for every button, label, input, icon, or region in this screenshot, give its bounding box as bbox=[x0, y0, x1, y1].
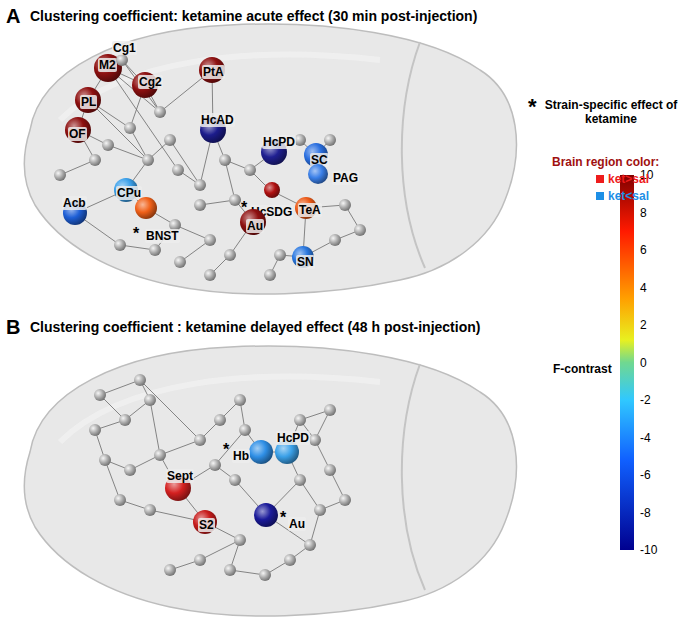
tick-label: 4 bbox=[640, 281, 647, 295]
tick-label: -2 bbox=[640, 393, 651, 407]
brain-region-node: PtA bbox=[199, 57, 225, 83]
legend-heading: Brain region color: bbox=[552, 155, 659, 169]
region-label: SN bbox=[296, 255, 315, 269]
tick-label: 0 bbox=[640, 356, 647, 370]
tick-label: -4 bbox=[640, 431, 651, 445]
brain-region-node: Hb bbox=[249, 440, 273, 464]
brain-region-node: TeA bbox=[295, 197, 317, 219]
legend-note: Strain-specific effect of ketamine bbox=[542, 98, 680, 127]
region-label: TeA bbox=[298, 203, 322, 217]
panel-title: Clustering coefficient: ketamine acute e… bbox=[30, 8, 477, 25]
asterisk-mark: * bbox=[223, 440, 229, 459]
region-label: Au bbox=[246, 219, 264, 233]
panel-letter: A bbox=[6, 4, 20, 28]
network-lines bbox=[95, 380, 345, 575]
brain-outline bbox=[25, 24, 517, 294]
brain-region-node: PL bbox=[75, 87, 101, 113]
region-label: Sept bbox=[166, 469, 194, 483]
region-sphere bbox=[254, 503, 278, 527]
tick-label: 8 bbox=[640, 206, 647, 220]
region-sphere bbox=[308, 164, 328, 184]
tick-label: 2 bbox=[640, 318, 647, 332]
legend-swatch bbox=[596, 192, 604, 200]
legend-text: ket<sal bbox=[608, 189, 649, 203]
brain-region-node: SC bbox=[304, 143, 328, 167]
tick-label: -8 bbox=[640, 506, 651, 520]
asterisk-mark: * bbox=[133, 224, 139, 243]
brain-region-node: BNST bbox=[135, 197, 157, 219]
region-label: BNST bbox=[145, 229, 180, 243]
region-sphere bbox=[264, 182, 280, 198]
region-label: HcPD bbox=[262, 135, 296, 149]
brain-outline bbox=[25, 346, 517, 616]
region-label: Cg2 bbox=[138, 75, 163, 89]
grey-region-spheres bbox=[89, 374, 351, 581]
region-label: Au bbox=[288, 517, 306, 531]
brain-region-node: HcAD bbox=[200, 117, 226, 143]
asterisk-mark: * bbox=[528, 94, 537, 120]
region-label: PAG bbox=[332, 171, 359, 185]
brain-region-node: HcSDG bbox=[264, 182, 280, 198]
brain-region-node: HcPD bbox=[261, 139, 287, 165]
color-bar bbox=[620, 175, 634, 550]
network-lines bbox=[60, 60, 360, 275]
region-label: HcPD bbox=[276, 431, 310, 445]
axis-title: F-contrast bbox=[553, 362, 612, 376]
brain-region-node: SN bbox=[292, 246, 314, 268]
tick-label: -10 bbox=[640, 543, 657, 557]
brain-region-node: S2 bbox=[193, 510, 217, 534]
brain-region-node: Au bbox=[254, 503, 278, 527]
region-label: HcAD bbox=[200, 113, 235, 127]
brain-region-node: HcPD bbox=[275, 440, 299, 464]
tick-label: -6 bbox=[640, 468, 651, 482]
brain-region-node: Acb bbox=[63, 201, 87, 225]
region-label: PtA bbox=[202, 65, 225, 79]
brain-region-node: Sept bbox=[165, 475, 191, 501]
brain-region-node: PAG bbox=[308, 164, 328, 184]
region-label: Cg1 bbox=[112, 41, 137, 55]
panel-title: Clustering coefficient : ketamine delaye… bbox=[30, 319, 480, 336]
panel-letter: B bbox=[6, 315, 20, 339]
region-label: CPu bbox=[116, 186, 142, 200]
region-label: OF bbox=[68, 127, 87, 141]
asterisk-mark: * bbox=[241, 198, 247, 217]
legend-text: ket>sal bbox=[608, 172, 649, 186]
region-label: PL bbox=[80, 95, 97, 109]
region-sphere bbox=[116, 54, 128, 66]
tick-label: 6 bbox=[640, 243, 647, 257]
brain-region-node: OF bbox=[65, 117, 91, 143]
region-sphere bbox=[135, 197, 157, 219]
asterisk-mark: * bbox=[280, 508, 286, 527]
region-label: M2 bbox=[98, 58, 117, 72]
brain-region-node: CPu bbox=[114, 178, 138, 202]
region-label: Hb bbox=[232, 449, 250, 463]
brain-region-node: Cg2 bbox=[132, 72, 158, 98]
region-label: Acb bbox=[62, 196, 87, 210]
region-label: S2 bbox=[198, 518, 215, 532]
legend-swatch bbox=[596, 175, 604, 183]
brain-region-node: Cg1 bbox=[116, 54, 128, 66]
region-sphere bbox=[249, 440, 273, 464]
grey-region-spheres bbox=[54, 106, 366, 281]
